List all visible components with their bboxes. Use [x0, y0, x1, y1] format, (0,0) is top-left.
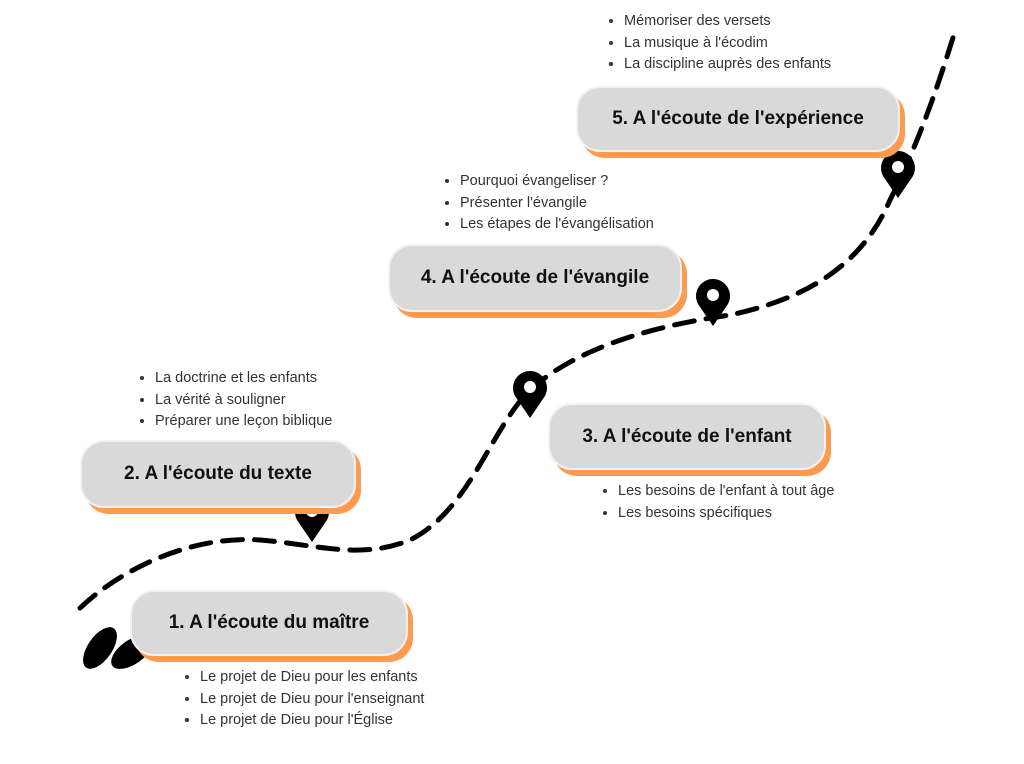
step-1-list: Le projet de Dieu pour les enfants Le pr… — [183, 667, 424, 732]
step-2-list: La doctrine et les enfants La vérité à s… — [138, 368, 332, 433]
list-item: La musique à l'écodim — [624, 33, 831, 55]
step-5-list: Mémoriser des versets La musique à l'éco… — [607, 11, 831, 76]
list-item: Préparer une leçon biblique — [155, 411, 332, 433]
step-title: 4. A l'écoute de l'évangile — [420, 267, 650, 288]
list-item: Les besoins de l'enfant à tout âge — [618, 481, 834, 503]
list-item: Mémoriser des versets — [624, 11, 831, 33]
step-3-list: Les besoins de l'enfant à tout âge Les b… — [601, 481, 834, 524]
step-5-box: 5. A l'écoute de l'expérience — [576, 86, 900, 152]
step-4-list: Pourquoi évangeliser ? Présenter l'évang… — [443, 171, 654, 236]
list-item: La vérité à souligner — [155, 390, 332, 412]
list-item: Pourquoi évangeliser ? — [460, 171, 654, 193]
list-item: Le projet de Dieu pour les enfants — [200, 667, 424, 689]
step-title: 1. A l'écoute du maître — [168, 612, 370, 633]
step-title: 2. A l'écoute du texte — [124, 463, 312, 484]
list-item: Les besoins spécifiques — [618, 503, 834, 525]
list-item: Le projet de Dieu pour l'enseignant — [200, 689, 424, 711]
step-2-box: 2. A l'écoute du texte — [80, 440, 356, 508]
step-title: 3. A l'écoute de l'enfant — [582, 425, 792, 447]
list-item: Le projet de Dieu pour l'Église — [200, 710, 424, 732]
map-pin-icon — [295, 151, 915, 542]
step-1-box: 1. A l'écoute du maître — [130, 590, 408, 656]
list-item: La doctrine et les enfants — [155, 368, 332, 390]
step-3-box: 3. A l'écoute de l'enfant — [548, 403, 826, 470]
list-item: Les étapes de l'évangélisation — [460, 214, 654, 236]
step-title: 5. A l'écoute de l'expérience — [612, 108, 864, 129]
list-item: Présenter l'évangile — [460, 193, 654, 215]
list-item: La discipline auprès des enfants — [624, 54, 831, 76]
step-4-box: 4. A l'écoute de l'évangile — [388, 244, 682, 312]
